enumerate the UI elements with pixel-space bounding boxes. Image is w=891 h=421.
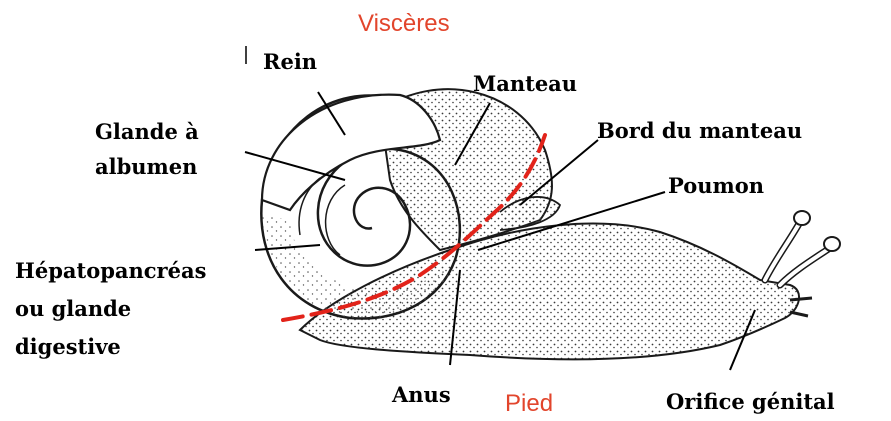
glande-albumen-label-line2: albumen xyxy=(95,153,197,180)
manteau-label: Manteau xyxy=(473,70,577,97)
glande-albumen-label-line1: Glande à xyxy=(95,118,199,145)
hepatopancreas-label-line2: ou glande xyxy=(15,295,131,322)
poumon-label: Poumon xyxy=(668,172,764,199)
bord-du-manteau-label: Bord du manteau xyxy=(597,117,802,144)
orifice-genital-label: Orifice génital xyxy=(666,388,835,415)
rein-label: Rein xyxy=(263,48,317,75)
hepatopancreas-label-line1: Hépatopancréas xyxy=(15,257,206,284)
visceres-region-label: Viscères xyxy=(358,10,450,38)
anus-label: Anus xyxy=(392,381,451,408)
hepatopancreas-label-line3: digestive xyxy=(15,333,121,360)
pied-region-label: Pied xyxy=(505,390,553,418)
